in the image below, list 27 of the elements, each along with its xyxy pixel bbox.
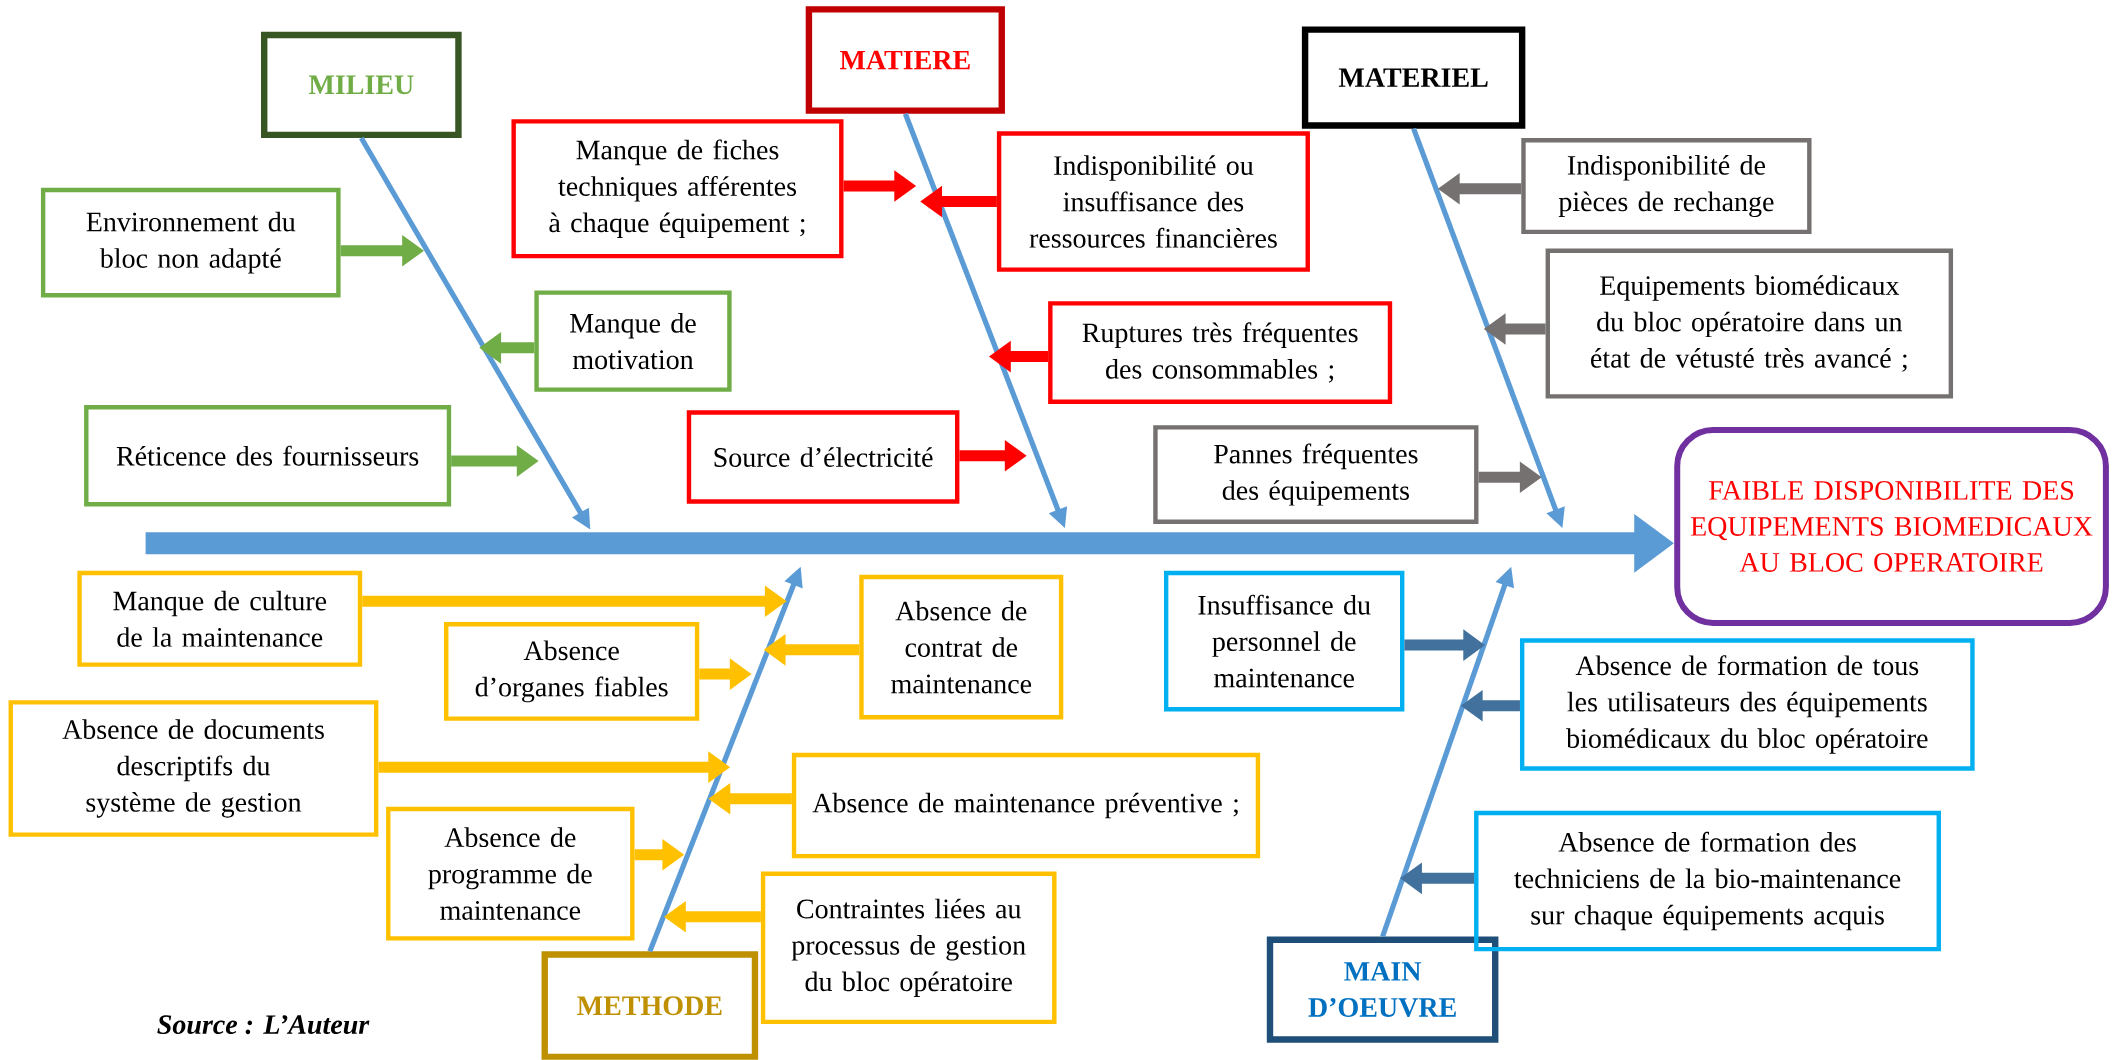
cause-box: Absence d’organes fiables [444,622,700,721]
cause-box: Environnement du bloc non adapté [40,188,341,298]
cause-box: Ruptures très fréquentes des consommables ; [1048,301,1393,405]
cause-box: Indisponibilité de pièces de rechange [1521,138,1812,235]
cause-box: Source d’électricité [686,410,960,504]
source-note: Source : L’Auteur [157,1015,370,1035]
cause-box: Absence de maintenance préventive ; [791,752,1261,859]
cause-box: Equipements biomédicaux du bloc opératoire dans un état de vétusté très avancé ; [1545,248,1954,399]
category-box: METHODE [541,951,759,1060]
cause-box: Manque de fiches techniques afférentes à chaque équipement ; [511,119,844,259]
cause-box: Absence de programme de maintenance [386,806,635,941]
cause-box: Absence de documents descriptifs du système de gestion [8,700,379,837]
category-box: MAIN D’OEUVRE [1266,936,1499,1043]
cause-box: Absence de formation de tous les utilisateurs des équipements biomédicaux du bloc opératoire [1519,638,1975,771]
category-box: MILIEU [261,32,462,139]
cause-box: Insuffisance du personnel de maintenance [1163,570,1405,712]
cause-box: Réticence des fournisseurs [84,405,452,507]
category-box: MATIERE [805,6,1005,114]
effect-box: FAIBLE DISPONIBILITE DES EQUIPEMENTS BIOMEDICAUX AU BLOC OPERATOIRE [1674,427,2109,627]
cause-box: Absence de formation des techniciens de la bio-maintenance sur chaque équipements acquis [1474,810,1941,952]
cause-box: Manque de culture de la maintenance [77,570,363,667]
category-box: MATERIEL [1301,26,1526,129]
cause-box: Manque de motivation [534,290,732,392]
cause-box: Contraintes liées au processus de gestion du bloc opératoire [760,871,1057,1025]
cause-box: Pannes fréquentes des équipements [1153,425,1479,525]
cause-box: Indisponibilité ou insuffisance des ressources financières [996,131,1310,272]
cause-box: Absence de contrat de maintenance [859,575,1064,720]
